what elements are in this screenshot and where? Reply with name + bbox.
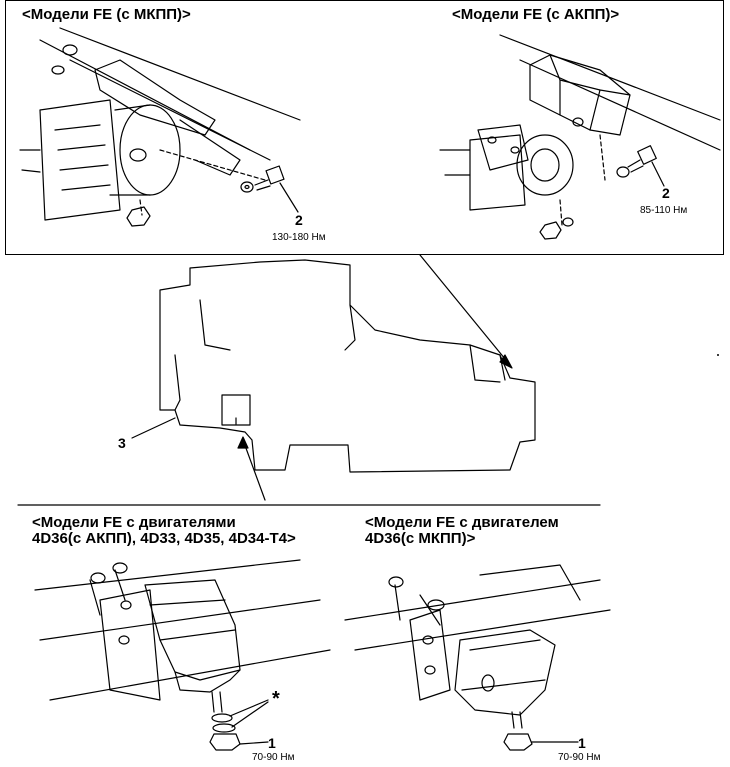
connector-arrows — [17, 254, 601, 506]
callout-1-left: 1 — [268, 735, 276, 751]
torque-right-bolt: 85-110 Нм — [640, 205, 688, 216]
callout-2-left: 2 — [295, 212, 303, 228]
heading-fe-4d36-auto-line2: 4D36(с АКПП), 4D33, 4D35, 4D34-T4> — [32, 530, 296, 547]
torque-left-bolt: 130-180 Нм — [272, 232, 326, 243]
torque-left-nut: 70-90 Нм — [252, 752, 295, 763]
callout-1-right: 1 — [578, 735, 586, 751]
engine-outline — [131, 259, 536, 473]
callout-2-right: 2 — [662, 185, 670, 201]
bottom-right-mount-illustration — [344, 564, 611, 751]
top-right-mount-illustration — [439, 34, 721, 240]
heading-fe-4d36-auto-line1: <Модели FE с двигателями — [32, 514, 236, 531]
torque-right-nut: 70-90 Нм — [558, 752, 601, 763]
callout-3-engine: 3 — [118, 435, 126, 451]
bottom-left-mount-illustration — [34, 559, 331, 751]
callout-asterisk: * — [272, 688, 280, 710]
heading-fe-4d36-manual-line2: 4D36(с МКПП)> — [365, 530, 476, 547]
heading-fe-automatic: <Модели FE (с АКПП)> — [452, 6, 620, 23]
top-detail-frame — [5, 0, 724, 255]
top-left-mount-illustration — [19, 27, 301, 227]
heading-fe-4d36-manual-line1: <Модели FE с двигателем — [365, 514, 559, 531]
heading-fe-manual: <Модели FE (с МКПП)> — [22, 6, 191, 23]
stray-dot — [717, 354, 719, 356]
